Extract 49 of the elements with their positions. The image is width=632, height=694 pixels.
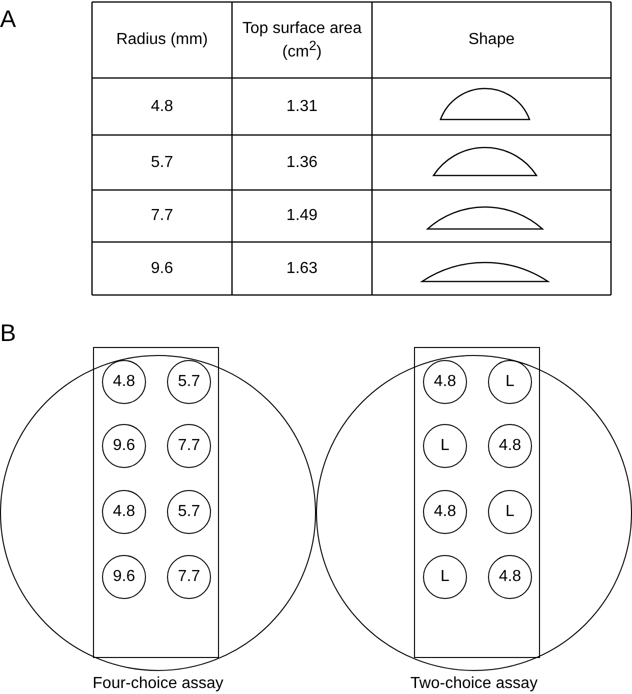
- well-circle: [488, 360, 532, 404]
- well-circle: [488, 424, 532, 468]
- well-label: 9.6: [112, 567, 136, 587]
- panel-letter: A: [0, 6, 18, 35]
- well-label: 4.8: [498, 567, 522, 587]
- well-label: 4.8: [434, 372, 456, 392]
- assay-label: Two-choice assay: [409, 674, 539, 694]
- well-label: 4.8: [112, 502, 136, 522]
- table-value: 9.6: [150, 258, 174, 278]
- well-label: L: [506, 502, 514, 522]
- table-value: 5.7: [150, 152, 174, 172]
- table-value: 1.31: [285, 96, 319, 116]
- column-header: Shape: [467, 30, 516, 50]
- well-label: 4.8: [434, 502, 456, 522]
- well-label: L: [506, 372, 514, 392]
- well-circle: [102, 555, 146, 599]
- table-value: 1.49: [285, 206, 319, 226]
- table-value: 1.36: [285, 152, 319, 172]
- well-circle: [423, 424, 467, 468]
- well-label: L: [440, 436, 450, 456]
- well-label: 9.6: [112, 436, 136, 456]
- well-circle: [423, 360, 467, 404]
- well-circle: [488, 555, 532, 599]
- column-header: Radius (mm): [115, 30, 209, 50]
- well-circle: [167, 555, 211, 599]
- well-label: 7.7: [178, 436, 200, 456]
- well-label: 7.7: [178, 567, 200, 587]
- plate-rectangle: [93, 347, 219, 658]
- well-circle: [102, 360, 146, 404]
- well-label: L: [440, 567, 450, 587]
- well-circle: [102, 490, 146, 534]
- well-circle: [167, 424, 211, 468]
- panel-letter: B: [0, 320, 18, 349]
- well-circle: [423, 555, 467, 599]
- well-circle: [423, 490, 467, 534]
- table-value: 1.63: [285, 258, 319, 278]
- well-label: 5.7: [178, 372, 200, 392]
- well-circle: [102, 424, 146, 468]
- well-label: 4.8: [498, 436, 522, 456]
- column-header: Top surface area (cm$^{2}$): [241, 18, 363, 62]
- well-circle: [167, 490, 211, 534]
- table-value: 7.7: [150, 206, 174, 226]
- well-label: 4.8: [112, 372, 136, 392]
- table-value: 4.8: [150, 96, 174, 116]
- assay-label: Four-choice assay: [92, 674, 224, 694]
- well-circle: [488, 490, 532, 534]
- plate-rectangle: [414, 347, 540, 658]
- well-label: 5.7: [178, 502, 200, 522]
- well-circle: [167, 360, 211, 404]
